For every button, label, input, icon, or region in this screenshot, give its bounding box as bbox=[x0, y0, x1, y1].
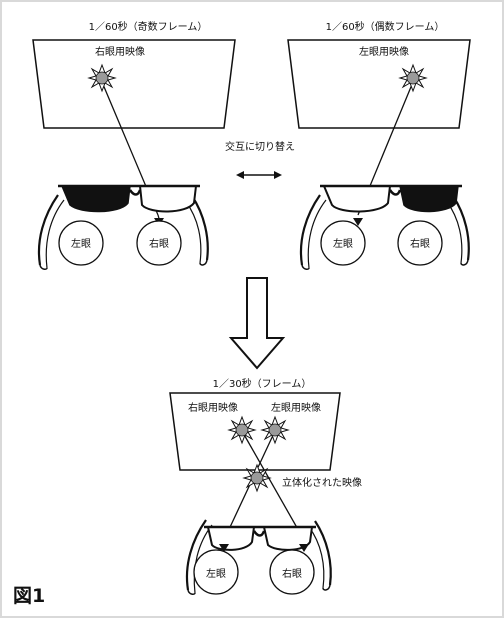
panel-bottom: 1／30秒（フレーム） 右眼用映像 左眼用映像 立体化された映像 左眼 右眼 bbox=[169, 377, 362, 595]
lens-closed bbox=[399, 185, 459, 213]
screen-caption: 右眼用映像 bbox=[95, 45, 145, 58]
panel-top-right: 1／60秒（偶数フレーム） 左眼用映像 左眼 右眼 bbox=[287, 20, 471, 270]
caption-right-image: 右眼用映像 bbox=[188, 401, 238, 414]
figure-label: 図1 bbox=[13, 585, 45, 607]
glasses-top-left bbox=[37, 184, 209, 270]
lens-open bbox=[322, 185, 392, 213]
lens-open bbox=[206, 526, 256, 551]
eye-label-right: 右眼 bbox=[410, 237, 430, 250]
double-arrow-icon bbox=[236, 171, 282, 179]
screen-caption: 左眼用映像 bbox=[359, 45, 409, 58]
panel-top-left: 1／60秒（奇数フレーム） 右眼用映像 左眼 右眼 bbox=[32, 20, 236, 270]
glasses-top-right bbox=[299, 184, 470, 270]
head-left-eye bbox=[58, 220, 104, 266]
frame-label: 1／60秒（奇数フレーム） bbox=[89, 20, 208, 33]
down-arrow-icon bbox=[228, 277, 286, 370]
stereo-label: 立体化された映像 bbox=[282, 476, 362, 489]
eye-label-left: 左眼 bbox=[71, 237, 91, 250]
switch-label: 交互に切り替え bbox=[225, 140, 295, 153]
screen-bottom bbox=[169, 392, 341, 471]
ray-right-image bbox=[241, 430, 305, 541]
caption-left-image: 左眼用映像 bbox=[271, 401, 321, 414]
eye-label-right: 右眼 bbox=[282, 567, 302, 580]
head-right-eye bbox=[397, 220, 443, 266]
eye-label-left: 左眼 bbox=[333, 237, 353, 250]
head-left-eye bbox=[320, 220, 366, 266]
eye-label-left: 左眼 bbox=[206, 567, 226, 580]
screen-top-right bbox=[287, 39, 471, 129]
head-right-eye bbox=[136, 220, 182, 266]
frame-label: 1／60秒（偶数フレーム） bbox=[326, 20, 445, 33]
head-left-eye bbox=[193, 549, 239, 595]
lens-closed bbox=[60, 185, 131, 213]
lens-open bbox=[138, 185, 198, 213]
head-right-eye bbox=[269, 549, 315, 595]
screen-top-left bbox=[32, 39, 236, 129]
frame-label: 1／30秒（フレーム） bbox=[213, 377, 312, 390]
eye-label-right: 右眼 bbox=[149, 237, 169, 250]
